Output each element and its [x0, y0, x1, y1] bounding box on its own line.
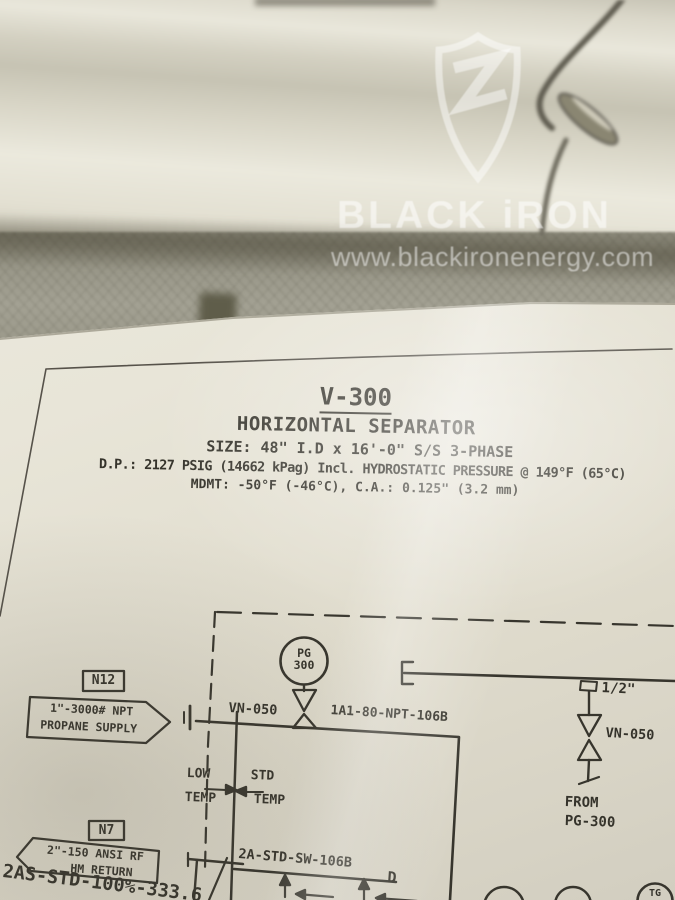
paper-top-edge — [0, 303, 675, 339]
from-label-line1: FROM — [564, 794, 599, 812]
tap-symbol — [580, 681, 597, 691]
nozzle-banner-n12 — [27, 697, 170, 743]
drawing-border — [0, 349, 672, 616]
pipe-vertical-left — [231, 712, 237, 900]
temp-arrow-right — [226, 785, 236, 794]
temp-break-low: LOW — [186, 766, 211, 782]
size-spec: SIZE: 48" I.D x 16'-0" S/S 3-PHASE — [206, 437, 514, 462]
temp-arrow-left — [236, 787, 246, 796]
tap-size-label: 1/2" — [601, 680, 636, 698]
up-arrow-2 — [359, 879, 369, 889]
dashed-boundary-horizontal — [217, 612, 675, 626]
pipe-main — [196, 721, 459, 900]
valve-label-right: VN-050 — [605, 725, 655, 744]
metal-rod — [536, 0, 626, 236]
equipment-tag: V-300 — [301, 382, 411, 415]
nozzle-tag-n7: N7 — [98, 823, 115, 838]
line-end-tick — [579, 777, 599, 784]
partial-bubble-label: TG — [648, 888, 662, 899]
design-pressure-spec: D.P.: 2127 PSIG (14662 kPag) Incl. HYDRO… — [98, 456, 627, 483]
partial-bubble-3 — [638, 884, 673, 900]
nozzle-tag-box-n12 — [83, 671, 124, 691]
connector-d-label: D — [386, 868, 398, 887]
dashed-boundary-vertical — [205, 612, 215, 868]
partial-bubble-1 — [484, 887, 524, 900]
mdmt-spec: MDMT: -50°F (-46°C), C.A.: 0.125" (3.2 m… — [190, 476, 520, 499]
partial-bubble-2 — [555, 887, 591, 900]
temp-break-std-2: TEMP — [253, 792, 286, 809]
spec-break-slash — [209, 858, 227, 900]
valve-label-left: VN-050 — [228, 700, 278, 719]
nozzle-tag-box-n7 — [89, 821, 124, 840]
temp-break-low-2: TEMP — [184, 790, 217, 807]
temp-break-std: STD — [250, 768, 275, 784]
up-arrow-1 — [280, 875, 290, 885]
top-edge-shadow — [255, 0, 435, 6]
pipe-header-right — [404, 673, 675, 681]
pipe-cap-bracket — [402, 662, 413, 684]
from-label-line2: PG-300 — [564, 813, 616, 831]
equipment-name: HORIZONTAL SEPARATOR — [236, 412, 476, 440]
pipe-bottom-2a — [234, 869, 396, 882]
nozzle-tag-n12: N12 — [91, 673, 116, 688]
nozzle-banner-n7 — [17, 838, 159, 883]
